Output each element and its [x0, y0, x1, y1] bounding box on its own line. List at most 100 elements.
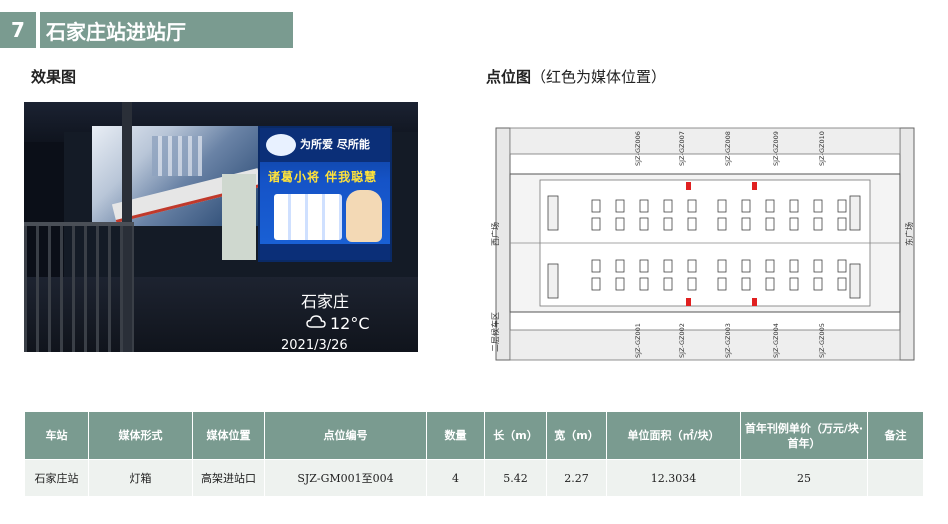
ad-slogan: 为所爱 尽所能: [300, 138, 370, 151]
point-label-top: SJZ-GZ006: [634, 131, 642, 166]
effect-image-heading: 效果图: [31, 68, 77, 86]
ticket-gate: [639, 199, 649, 213]
point-label-top: SJZ-GZ007: [678, 131, 686, 166]
brand-logo: [266, 134, 296, 156]
plan-top-band: [509, 127, 901, 155]
point-label-bottom: SJZ-GZ003: [724, 323, 732, 358]
ticket-gate: [717, 259, 727, 273]
ticket-gate: [687, 277, 697, 291]
table-cell: 高架进站口: [192, 459, 265, 497]
ticket-gate: [741, 199, 751, 213]
table-header-cell: 媒体位置: [192, 411, 265, 460]
media-lightbox-marker: [686, 182, 691, 190]
ticket-gate: [615, 199, 625, 213]
east-square-label: 东广场: [904, 222, 914, 246]
location-map-note: （红色为媒体位置）: [531, 68, 667, 86]
ticket-gate: [765, 199, 775, 213]
ticket-gate: [789, 217, 799, 231]
ticket-gate: [813, 277, 823, 291]
table-cell: 25: [740, 459, 868, 497]
ticket-gate: [741, 259, 751, 273]
ticket-gate: [591, 277, 601, 291]
ticket-gate: [765, 259, 775, 273]
table-header-cell: 首年刊例单价（万元/块·首年）: [740, 411, 868, 460]
ticket-gate: [687, 199, 697, 213]
media-markers: [686, 182, 757, 306]
ticket-gate: [639, 217, 649, 231]
location-map-heading: 点位图（红色为媒体位置）: [486, 66, 666, 87]
photo-railing: [24, 222, 134, 352]
table-cell: 4: [426, 459, 485, 497]
ticket-gate: [687, 217, 697, 231]
table-header-cell: 媒体形式: [88, 411, 193, 460]
table-header-cell: 数量: [426, 411, 485, 460]
point-label-top: SJZ-GZ010: [818, 131, 826, 166]
ticket-gate: [639, 259, 649, 273]
point-label-bottom: SJZ-GZ001: [634, 323, 642, 358]
table-cell: [867, 459, 924, 497]
ticket-gate: [765, 277, 775, 291]
table-header-cell: 点位编号: [264, 411, 427, 460]
ticket-gate: [837, 277, 847, 291]
location-map-title: 点位图: [486, 68, 532, 86]
point-label-bottom: SJZ-GZ002: [678, 323, 686, 358]
ticket-gate: [765, 217, 775, 231]
stair-block: [547, 263, 559, 299]
ticket-gate: [615, 259, 625, 273]
media-lightbox-marker: [752, 182, 757, 190]
ticket-gate: [789, 199, 799, 213]
stair-block: [849, 263, 861, 299]
table-header-cell: 单位面积（㎡/块）: [606, 411, 741, 460]
media-table: 车站媒体形式媒体位置点位编号数量长（m）宽（m）单位面积（㎡/块）首年刊例单价（…: [24, 411, 924, 497]
ticket-gate: [813, 199, 823, 213]
ticket-gate: [717, 199, 727, 213]
effect-photo: 为所爱 尽所能 诸葛小将 伴我聪慧 石家庄 12°C 2021/3/26: [24, 102, 418, 352]
point-label-top: SJZ-GZ008: [724, 131, 732, 166]
ticket-gate: [837, 199, 847, 213]
ticket-gate: [741, 217, 751, 231]
ticket-gate: [741, 277, 751, 291]
table-header-cell: 长（m）: [484, 411, 547, 460]
city-skyline: [152, 136, 202, 176]
ticket-gate: [837, 217, 847, 231]
table-header-cell: 宽（m）: [546, 411, 607, 460]
ticket-gate: [813, 259, 823, 273]
point-label-bottom: SJZ-GZ004: [772, 323, 780, 358]
media-lightbox-marker: [752, 298, 757, 306]
ticket-gate: [639, 277, 649, 291]
ticket-gate: [837, 259, 847, 273]
ticket-gate: [615, 277, 625, 291]
ticket-gate: [663, 259, 673, 273]
table-cell: 2.27: [546, 459, 607, 497]
lightbox-milk-ad: 为所爱 尽所能 诸葛小将 伴我聪慧: [258, 126, 392, 262]
ticket-gate: [663, 217, 673, 231]
west-square-label: 西广场: [490, 222, 500, 246]
section-number: 7: [0, 12, 36, 48]
ticket-gate: [591, 199, 601, 213]
bottom-point-labels: SJZ-GZ001 SJZ-GZ002 SJZ-GZ003 SJZ-GZ004 SJZ-…: [634, 323, 826, 358]
table-cell: SJZ-GM001至004: [264, 459, 427, 497]
watermark-temperature: 12°C: [330, 314, 370, 333]
ad-mascot: [346, 190, 382, 242]
watermark-date: 2021/3/26: [281, 338, 348, 352]
table-cell: 石家庄站: [24, 459, 89, 497]
ticket-gate: [789, 259, 799, 273]
ticket-gate: [615, 217, 625, 231]
watermark-city: 石家庄: [301, 292, 350, 311]
ticket-gate: [687, 259, 697, 273]
table-header-row: 车站媒体形式媒体位置点位编号数量长（m）宽（m）单位面积（㎡/块）首年刊例单价（…: [24, 411, 924, 460]
product-cans: [274, 194, 342, 240]
stair-block: [849, 195, 861, 231]
section-title: 石家庄站进站厅: [40, 12, 293, 48]
ticket-gate: [591, 259, 601, 273]
table-cell: 12.3034: [606, 459, 741, 497]
ticket-gate: [813, 217, 823, 231]
point-label-bottom: SJZ-GZ005: [818, 323, 826, 358]
ticket-gate: [789, 277, 799, 291]
table-header-cell: 备注: [867, 411, 924, 460]
table-cell: 5.42: [484, 459, 547, 497]
